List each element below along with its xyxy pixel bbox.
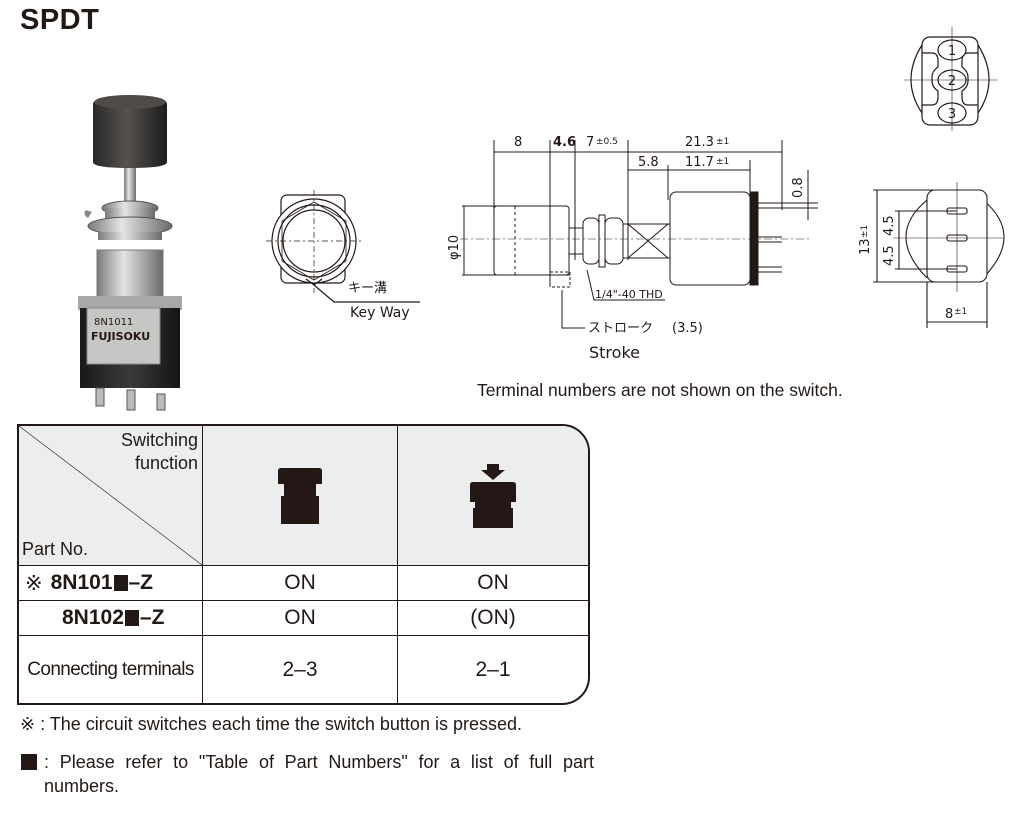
variant-square-icon — [124, 610, 139, 626]
column-header-pressed — [398, 426, 588, 566]
dim-gap: 4.6 — [553, 135, 576, 150]
variant-square-icon — [113, 575, 128, 591]
part-suffix: –Z — [128, 571, 154, 594]
dim-body-height-tol: ±1 — [860, 225, 870, 238]
terminal-number-1: 1 — [948, 44, 956, 59]
dim-cap-diameter: φ10 — [447, 235, 462, 260]
column-header-released — [203, 426, 398, 566]
photo-brand-label: FUJISOKU — [91, 330, 150, 343]
dim-cap-length: 8 — [514, 135, 522, 150]
variant-square-icon — [21, 754, 37, 770]
product-photo: 8N1011 FUJISOKU — [78, 95, 182, 411]
dim-body-height: 13 — [858, 238, 873, 255]
terminal-number-3: 3 — [948, 107, 956, 122]
dim-case-tol: ±1 — [716, 157, 729, 167]
part-number: 8N101 — [50, 571, 113, 594]
stroke-value: (3.5) — [672, 321, 703, 336]
part-number: 8N102 — [62, 606, 124, 629]
photo-model-label: 8N1011 — [94, 317, 133, 328]
dim-body-width-tol: ±1 — [954, 307, 967, 317]
page-title: SPDT — [20, 4, 100, 36]
footnote-mark: ※ — [20, 714, 36, 734]
dim-hex: 5.8 — [638, 155, 659, 170]
dim-pitch-upper: 4.5 — [882, 215, 897, 236]
dim-pitch-lower: 4.5 — [882, 245, 897, 266]
keyway-label-jp: キー溝 — [348, 281, 387, 296]
terminal-view-drawing: 1 2 3 — [904, 27, 998, 131]
dim-body-length: 21.3 — [685, 135, 714, 150]
connecting-terminals-value: 2–1 — [475, 657, 511, 681]
switching-function-label: Switching function — [120, 430, 198, 473]
side-view-drawing: 8 4.6 7 ±0.5 21.3 ±1 5.8 11.7 ±1 0.8 φ10… — [447, 135, 818, 362]
table-row-part-8n101: ※ 8N101 –Z — [19, 566, 203, 601]
terminal-number-2: 2 — [948, 74, 956, 89]
part-suffix: –Z — [139, 606, 165, 629]
dim-case: 11.7 — [685, 155, 714, 170]
switch-cap — [93, 95, 167, 168]
connecting-terminals-label: Connecting terminals — [19, 636, 203, 703]
table-cell-value: ON — [203, 566, 398, 601]
toggle-mark: ※ — [25, 571, 43, 595]
dim-bushing-tol: ±0.5 — [596, 137, 618, 147]
footnote-text: : Please refer to "Table of Part Numbers… — [44, 752, 594, 796]
dim-body-width: 8 — [945, 307, 953, 322]
dim-terminal-thickness: 0.8 — [791, 177, 806, 198]
table-cell-value: (ON) — [398, 601, 588, 636]
thread-label: 1/4"-40 THD — [595, 288, 663, 301]
stroke-label-en: Stroke — [589, 343, 640, 362]
connecting-terminals-value: 2–3 — [203, 636, 398, 703]
switching-function-table: Switching function Part No. ※8N101–Z ON … — [17, 424, 590, 705]
table-cell-value: ON — [398, 566, 588, 601]
switch-released-icon — [278, 467, 322, 524]
part-no-label: Part No. — [22, 539, 89, 559]
front-view-drawing: キー溝 Key Way — [266, 190, 420, 321]
dim-body-length-tol: ±1 — [716, 137, 729, 147]
table-cell-value: ON — [203, 601, 398, 636]
table-corner-header: Switching function Part No. — [19, 426, 203, 566]
footnote-toggle: ※ : The circuit switches each time the s… — [20, 712, 522, 736]
table-row-part-8n102: 8N102 –Z — [19, 601, 203, 636]
terminal-note: Terminal numbers are not shown on the sw… — [477, 380, 843, 400]
bottom-view-drawing: 13 ±1 4.5 4.5 8 ±1 — [858, 182, 1005, 328]
switch-pressed-icon — [470, 463, 516, 528]
dim-bushing: 7 — [586, 135, 594, 150]
stroke-label-jp: ストローク — [588, 321, 653, 336]
footnote-text: : The circuit switches each time the swi… — [40, 714, 522, 734]
keyway-label-en: Key Way — [350, 305, 410, 321]
